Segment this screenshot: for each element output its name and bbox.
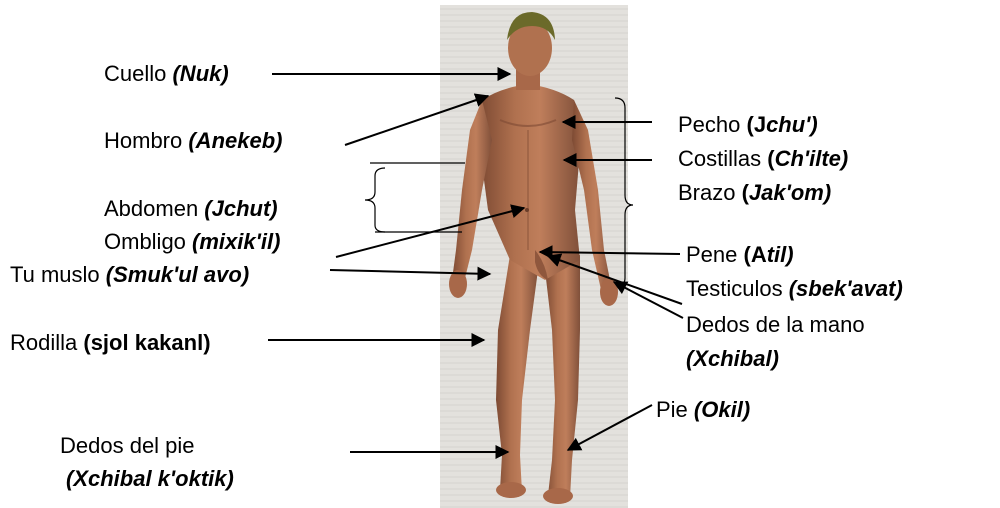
- label-pecho-term-open: (J: [747, 112, 767, 137]
- label-brazo-term: Jak'om): [749, 180, 831, 205]
- label-testiculos-text: Testiculos: [686, 276, 789, 301]
- label-ombligo-term: (mixik'il): [192, 229, 280, 254]
- label-cuello-text: Cuello: [104, 61, 172, 86]
- label-pene: Pene (Atil): [686, 242, 794, 268]
- label-brazo-text: Brazo: [678, 180, 742, 205]
- label-muslo-term: (Smuk'ul avo): [106, 262, 249, 287]
- label-costillas: Costillas (Ch'ilte): [678, 146, 848, 172]
- label-pie-term: (Okil): [694, 397, 750, 422]
- label-pecho-text: Pecho: [678, 112, 747, 137]
- label-hombro-text: Hombro: [104, 128, 188, 153]
- label-abdomen: Abdomen (Jchut): [104, 196, 278, 222]
- label-dedos-pie: Dedos del pie: [60, 433, 195, 459]
- label-abdomen-term: (Jchut): [204, 196, 277, 221]
- label-brazo-term-open: (: [742, 180, 749, 205]
- label-pene-text: Pene: [686, 242, 744, 267]
- label-dedos-mano-text: Dedos de la mano: [686, 312, 865, 337]
- label-ombligo: Ombligo (mixik'il): [104, 229, 280, 255]
- label-rodilla: Rodilla (sjol kakanl): [10, 330, 211, 356]
- label-abdomen-text: Abdomen: [104, 196, 204, 221]
- label-dedos-pie-term: (Xchibal k'oktik): [66, 466, 234, 491]
- label-rodilla-term: (sjol kakanl): [83, 330, 210, 355]
- label-rodilla-text: Rodilla: [10, 330, 83, 355]
- label-costillas-text: Costillas: [678, 146, 767, 171]
- bracket-left: [365, 168, 385, 232]
- label-cuello: Cuello (Nuk): [104, 61, 229, 87]
- label-costillas-term-open: (: [767, 146, 774, 171]
- label-pie: Pie (Okil): [656, 397, 750, 423]
- label-ombligo-text: Ombligo: [104, 229, 192, 254]
- label-dedos-pie-term-line: (Xchibal k'oktik): [66, 466, 234, 492]
- label-hombro-term: (Anekeb): [188, 128, 282, 153]
- label-pecho: Pecho (Jchu'): [678, 112, 818, 138]
- label-pene-term: til): [767, 242, 794, 267]
- label-dedos-mano-term: (Xchibal): [686, 346, 779, 371]
- label-dedos-pie-text: Dedos del pie: [60, 433, 195, 458]
- label-hombro: Hombro (Anekeb): [104, 128, 282, 154]
- label-muslo-text: Tu muslo: [10, 262, 106, 287]
- label-pie-text: Pie: [656, 397, 694, 422]
- label-costillas-term: Ch'ilte): [775, 146, 849, 171]
- label-brazo: Brazo (Jak'om): [678, 180, 831, 206]
- label-testiculos-term: (sbek'avat): [789, 276, 903, 301]
- label-dedos-mano: Dedos de la mano: [686, 312, 865, 338]
- label-pecho-term: chu'): [766, 112, 818, 137]
- label-cuello-term: (Nuk): [172, 61, 228, 86]
- label-muslo: Tu muslo (Smuk'ul avo): [10, 262, 249, 288]
- label-testiculos: Testiculos (sbek'avat): [686, 276, 903, 302]
- label-dedos-mano-term-line: (Xchibal): [686, 346, 779, 372]
- label-pene-term-open: (A: [744, 242, 767, 267]
